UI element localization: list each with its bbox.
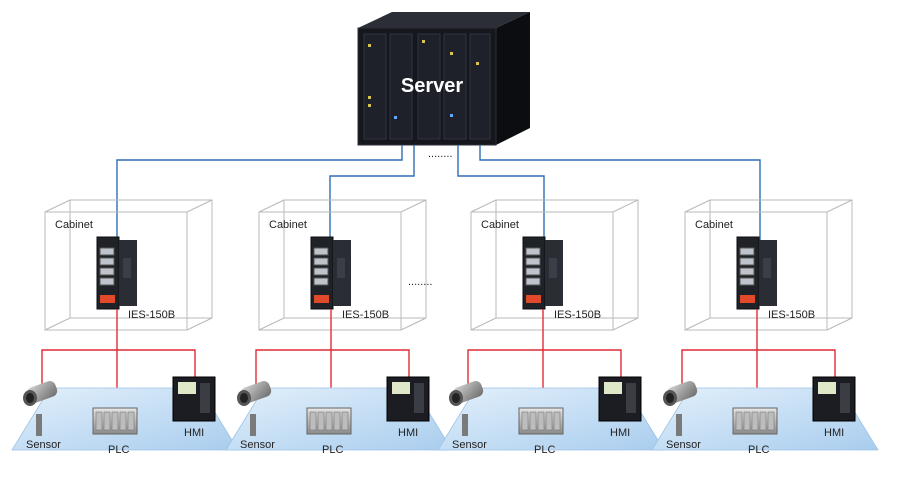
server: Server (357, 12, 530, 146)
ethernet-switch (522, 236, 563, 310)
plc-device (306, 407, 352, 435)
switch-label: IES-150B (342, 309, 389, 321)
cabinet-label: Cabinet (695, 219, 733, 231)
cabinet (44, 199, 213, 331)
plc-label: PLC (534, 444, 555, 456)
cabinet (258, 199, 427, 331)
cabinet (470, 199, 639, 331)
switch-label: IES-150B (128, 309, 175, 321)
sensor-label: Sensor (240, 439, 275, 451)
sensor-label: Sensor (452, 439, 487, 451)
uplink-ellipsis: ........ (428, 148, 452, 160)
switch-label: IES-150B (768, 309, 815, 321)
device-links (467, 309, 622, 400)
ethernet-switch (736, 236, 777, 310)
plc-label: PLC (322, 444, 343, 456)
uplink-line-2 (329, 145, 415, 240)
server-label: Server (401, 75, 463, 97)
sensor-device (663, 381, 698, 436)
hmi-label: HMI (184, 427, 204, 439)
cabinet-label: Cabinet (481, 219, 519, 231)
hmi-label: HMI (610, 427, 630, 439)
device-links (41, 309, 196, 400)
device-links (681, 309, 836, 400)
sensor-device (449, 381, 484, 436)
sensor-device (237, 381, 272, 436)
hmi-label: HMI (824, 427, 844, 439)
hmi-device (172, 376, 216, 422)
ethernet-switch (310, 236, 351, 310)
device-links (255, 309, 410, 400)
cabinet (684, 199, 853, 331)
plc-device (518, 407, 564, 435)
switch-label: IES-150B (554, 309, 601, 321)
hmi-label: HMI (398, 427, 418, 439)
plc-device (732, 407, 778, 435)
sensor-label: Sensor (26, 439, 61, 451)
plc-label: PLC (748, 444, 769, 456)
sensor-label: Sensor (666, 439, 701, 451)
hmi-device (386, 376, 430, 422)
plc-device (92, 407, 138, 435)
uplink-line-3 (457, 145, 545, 240)
hmi-device (598, 376, 642, 422)
plc-label: PLC (108, 444, 129, 456)
cabinet-ellipsis: ........ (408, 276, 432, 288)
cabinet-label: Cabinet (269, 219, 307, 231)
hmi-device (812, 376, 856, 422)
cabinet-label: Cabinet (55, 219, 93, 231)
ethernet-switch (96, 236, 137, 310)
sensor-device (23, 381, 58, 436)
